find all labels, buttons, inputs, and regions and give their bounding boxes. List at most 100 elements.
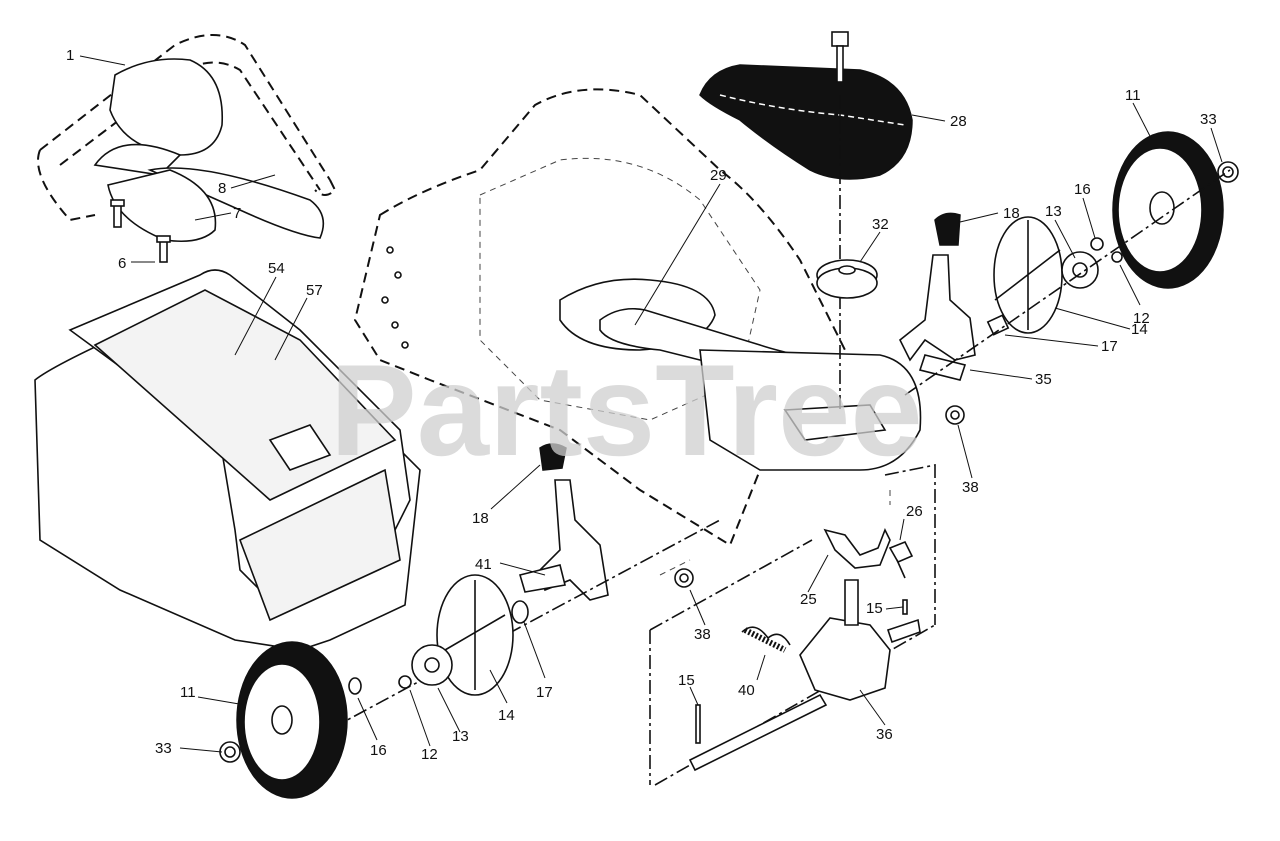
cover-bolt-head [831,31,849,47]
callout-13-left: 13 [452,728,469,745]
handle-group [37,34,337,263]
mounting-plate [107,169,217,243]
spring-35 [918,354,967,381]
callout-7: 7 [233,205,241,222]
callout-16-right: 16 [1074,181,1091,198]
callout-14-left: 14 [498,707,515,724]
nut-33-left [219,741,241,763]
deck-inner-contour [479,157,761,421]
belt-cover-shape [699,64,913,180]
transmission-axle-stub [886,618,921,644]
hubcap-14-left [436,574,514,696]
transmission-input-shaft [844,579,859,626]
handle-outline-outer [39,34,331,181]
callout-38-left: 38 [694,626,711,643]
handle-end-left [37,149,96,222]
callout-16-left: 16 [370,742,387,759]
belt-cover-window [783,404,887,441]
handle-end-right [314,179,337,196]
callout-8: 8 [218,180,226,197]
cover-bolt-shank [836,45,844,83]
bolt-6a [110,199,125,228]
grass-catcher [34,269,421,651]
clip-12-left [398,675,412,689]
callout-6: 6 [118,255,126,272]
lever-pivot-left [518,564,566,593]
callout-11-right: 11 [1125,87,1141,104]
callout-18-left: 18 [472,510,489,527]
leader-lines [79,55,1223,753]
pulley-hub [838,265,856,275]
nut-38-right [945,405,965,425]
bushing-17-left [511,600,529,624]
callout-54: 54 [268,260,285,277]
callout-32: 32 [872,216,889,233]
catcher-mouth [238,468,401,622]
callout-40: 40 [738,682,755,699]
belt-cover-seam [719,94,906,126]
callout-41: 41 [475,556,492,573]
washer-16-left [348,677,362,695]
callout-26: 26 [906,503,923,520]
axle-centerline-right [904,169,1231,396]
gear-13-right [1061,251,1099,289]
callout-25: 25 [800,591,817,608]
left-wheel-group [219,574,529,799]
callout-14-right: 14 [1131,321,1148,338]
bushing-17-right [986,314,1010,336]
callout-33-left: 33 [155,740,172,757]
watermark-text: PartsTree [330,337,923,483]
spring-40 [741,626,791,653]
nut-33-right [1217,161,1239,183]
clip-12-right [1111,251,1123,263]
callout-15-lower: 15 [678,672,695,689]
nut-38-left [674,568,694,588]
callout-15-upper: 15 [866,600,883,617]
bolt-6b [156,235,171,263]
callout-1: 1 [66,47,74,64]
pin-15-upper [902,599,908,615]
callout-35: 35 [1035,371,1052,388]
left-height-adjuster [518,443,609,601]
deck-vent-holes [381,246,409,349]
pulley-32 [816,259,878,299]
callout-12-left: 12 [421,746,438,763]
callout-12-right: 12 [1133,310,1150,327]
transmission-36 [688,579,921,772]
handle-outline-inner [59,61,321,191]
transmission-boundary [649,464,936,786]
knob-18-right [934,212,961,246]
gear-13-left [411,644,453,686]
deck-outline [353,88,852,547]
mower-deck [353,88,922,547]
grass-bag-top [109,58,224,156]
callout-33-right: 33 [1200,111,1217,128]
callout-18-right: 18 [1003,205,1020,222]
callout-36: 36 [876,726,893,743]
transmission-axle [688,693,828,772]
hubcap-spokes-right [994,220,1061,330]
right-wheel-group [904,131,1239,396]
boundary-ticks [659,490,891,576]
wheel-11-left [236,641,348,799]
callout-labels: 1 8 7 6 54 57 29 28 32 18 18 11 11 33 33… [66,47,1217,763]
callout-17-left: 17 [536,684,553,701]
belt-cover-28 [699,31,913,410]
callout-11-left: 11 [180,684,196,701]
washer-16-right [1090,237,1104,251]
callout-29: 29 [710,167,727,184]
knob-18-left [539,443,567,471]
catcher-handle [268,424,332,471]
pin-15-lower [695,704,701,744]
callout-57: 57 [306,282,323,299]
bolt-26 [888,540,914,579]
bracket-25 [823,528,891,569]
bag-frame-bracket [93,143,182,176]
wheel-11-right [1112,131,1224,289]
callout-28: 28 [950,113,967,130]
callout-17-right: 17 [1101,338,1118,355]
callout-13-right: 13 [1045,203,1062,220]
axle-centerline-left [309,519,721,741]
callout-38-right: 38 [962,479,979,496]
